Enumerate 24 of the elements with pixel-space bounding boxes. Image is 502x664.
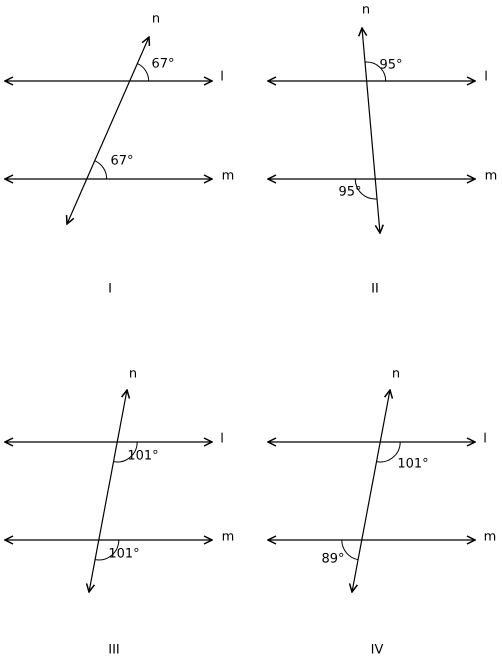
angle-label: 95° bbox=[379, 58, 403, 72]
figure-number: II bbox=[371, 282, 379, 296]
line-label: n bbox=[392, 368, 400, 380]
line-label: l bbox=[484, 70, 488, 84]
angle-label: 67° bbox=[151, 58, 175, 70]
angle-label: 95° bbox=[338, 186, 362, 198]
figure-number: IV bbox=[370, 644, 384, 656]
angle-label: 67° bbox=[110, 154, 134, 168]
angle-label: 101° bbox=[127, 450, 159, 462]
line-label: l bbox=[483, 432, 487, 446]
angle-label: 89° bbox=[321, 552, 345, 566]
line-label: m bbox=[484, 170, 498, 182]
line-label: n bbox=[362, 4, 370, 16]
angle-label: 101° bbox=[108, 548, 140, 560]
line-label: n bbox=[152, 12, 160, 26]
line-label: m bbox=[484, 530, 496, 544]
figure-number: III bbox=[108, 644, 120, 656]
angle-label: 101° bbox=[397, 458, 429, 470]
line-label: m bbox=[222, 530, 234, 544]
figure-number: I bbox=[108, 282, 112, 296]
line-label: l bbox=[220, 432, 224, 446]
line-label: l bbox=[220, 70, 224, 84]
line-label: m bbox=[222, 170, 234, 182]
line-label: n bbox=[128, 368, 138, 380]
